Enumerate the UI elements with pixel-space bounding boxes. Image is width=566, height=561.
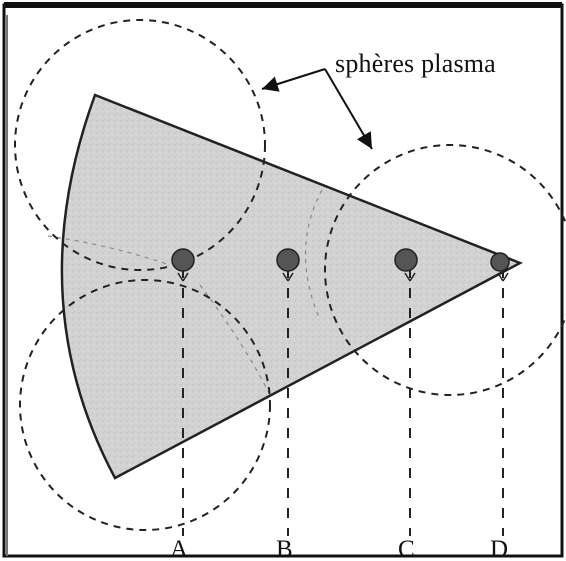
point-label-d: D [490, 536, 508, 561]
point-b-marker [277, 249, 299, 271]
annotation-arrow-right [325, 69, 372, 149]
annotation-arrow-left [262, 69, 325, 89]
point-c-marker [395, 249, 417, 271]
plasma-spheres-label: sphères plasma [335, 49, 496, 78]
point-label-a: A [170, 536, 188, 561]
point-a-marker [172, 249, 194, 271]
point-label-b: B [276, 536, 293, 561]
point-label-c: C [398, 536, 415, 561]
shaded-sector [62, 95, 520, 478]
point-d-marker [491, 253, 509, 271]
